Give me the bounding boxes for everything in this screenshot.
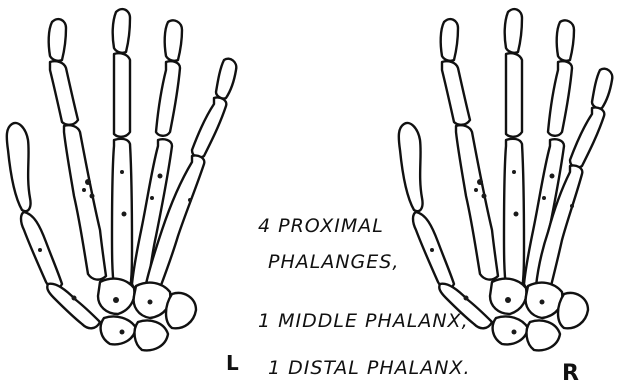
annotation-line-1: 4 PROXIMAL	[258, 215, 384, 237]
left-hand-skeleton	[7, 9, 237, 350]
left-carpals	[98, 279, 196, 351]
annotation-line-3: 1 MIDDLE PHALANX,	[258, 310, 469, 332]
right-hand-label: R	[562, 361, 579, 384]
left-hand-label: L	[226, 351, 239, 375]
right-index-finger	[441, 19, 498, 280]
right-carpals	[490, 279, 588, 351]
left-middle-finger	[112, 9, 132, 294]
annotation-line-2: PHALANGES,	[268, 251, 399, 273]
annotation-line-4: 1 DISTAL PHALANX.	[268, 357, 471, 379]
phalanges-annotation: 4 PROXIMAL PHALANGES, 1 MIDDLE PHALANX, …	[258, 215, 471, 379]
left-index-finger	[49, 19, 106, 280]
right-middle-finger	[504, 9, 524, 294]
right-hand-skeleton	[399, 9, 613, 350]
